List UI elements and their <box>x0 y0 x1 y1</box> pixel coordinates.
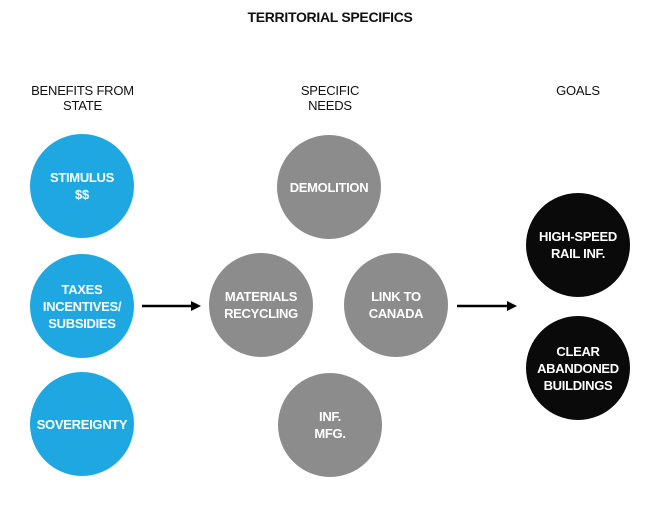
goals-header: GOALS <box>528 83 628 98</box>
benefit-circle-stimulus: STIMULUS $$ <box>30 134 134 238</box>
circle-label-line: CLEAR <box>556 343 600 359</box>
arrow-needs-to-goals <box>457 301 517 311</box>
benefits-header: BENEFITS FROM STATE <box>10 83 155 113</box>
circle-label-line: MFG. <box>314 426 346 441</box>
benefits-header-line: STATE <box>63 98 102 113</box>
benefit-circle-sovereignty: SOVEREIGNTY <box>30 372 134 476</box>
circle-label-line: MATERIALS <box>224 289 298 304</box>
diagram-title: TERRITORIAL SPECIFICS <box>247 9 413 25</box>
circle-label-line: ABANDONED <box>537 360 619 376</box>
needs-header-line: NEEDS <box>308 98 352 113</box>
need-circle-demolition: DEMOLITION <box>277 135 381 239</box>
needs-header-line: SPECIFIC <box>300 83 360 98</box>
circle-label-line: HIGH-SPEED <box>539 229 617 244</box>
circle-label-line: RAIL INF. <box>550 246 606 261</box>
circle-label-line: CANADA <box>368 306 424 321</box>
benefits-header-line: BENEFITS FROM <box>31 83 134 98</box>
circle-label-line: SUBSIDIES <box>48 315 116 331</box>
circle-label-line: STIMULUS <box>49 170 115 185</box>
benefit-circle-taxes: TAXES INCENTIVES/ SUBSIDIES <box>30 254 134 358</box>
need-circle-materials-recycling: MATERIALS RECYCLING <box>209 253 313 357</box>
need-circle-link-to-canada: LINK TO CANADA <box>344 253 448 357</box>
arrow-benefits-to-needs <box>142 301 201 311</box>
circle-label-line: INF. <box>319 409 341 424</box>
circle-label-line: INCENTIVES/ <box>42 298 122 314</box>
circle-label-line: BUILDINGS <box>543 377 613 393</box>
goal-circle-clear-abandoned-buildings: CLEAR ABANDONED BUILDINGS <box>526 316 630 420</box>
needs-header: SPECIFIC NEEDS <box>280 83 380 113</box>
goal-circle-high-speed-rail: HIGH-SPEED RAIL INF. <box>526 193 630 297</box>
circle-label-line: RECYCLING <box>224 306 298 321</box>
circle-label-line: TAXES <box>61 281 103 297</box>
circle-label-line: SOVEREIGNTY <box>36 416 128 432</box>
circle-label-line: $$ <box>75 187 89 202</box>
circle-label-line: LINK TO <box>371 289 421 304</box>
circle-label-line: DEMOLITION <box>289 179 369 195</box>
need-circle-inf-mfg: INF. MFG. <box>278 373 382 477</box>
goals-header-line: GOALS <box>556 83 600 98</box>
